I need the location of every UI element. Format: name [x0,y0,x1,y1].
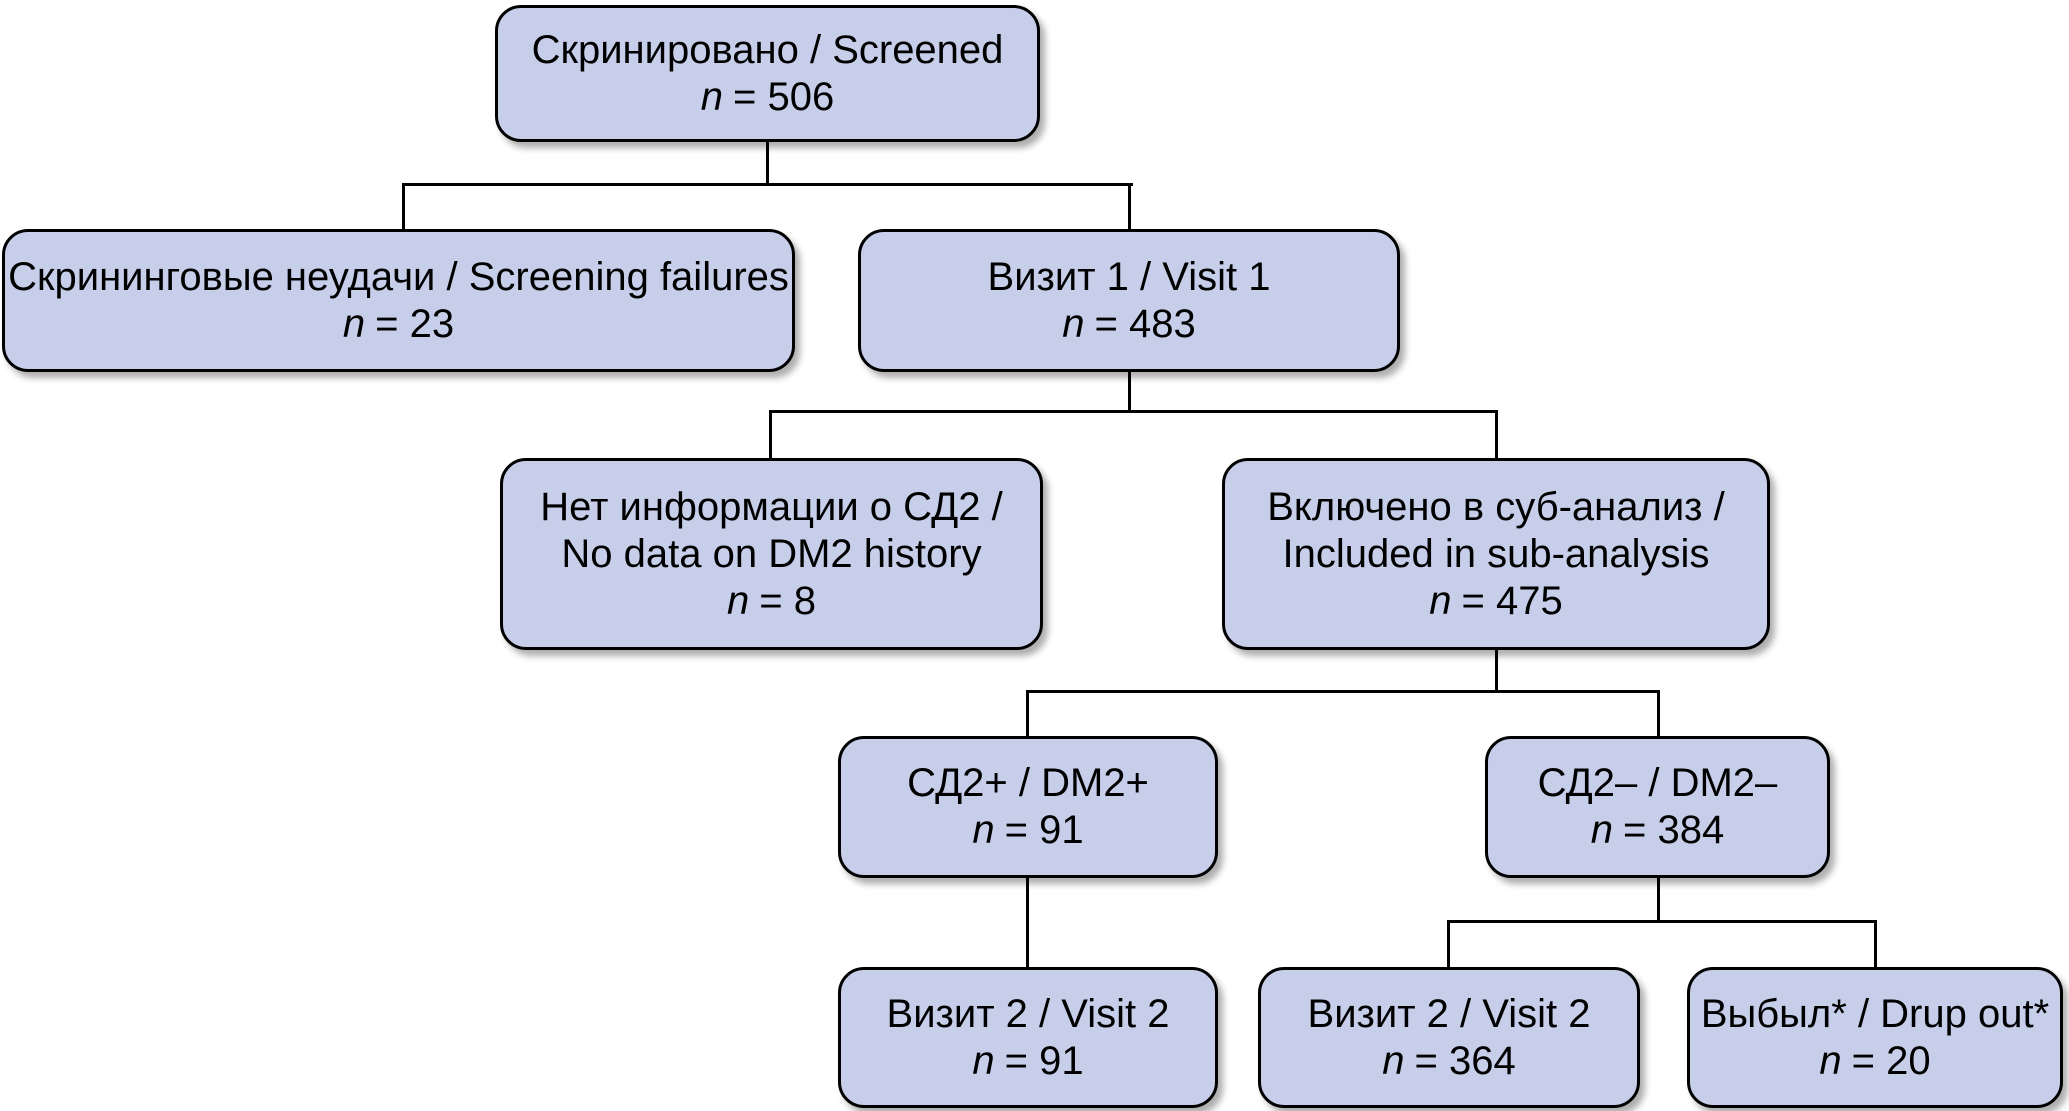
n-symbol: n [972,1038,995,1083]
flow-node-included-sub-analysis: Включено в суб-анализ / Included in sub-… [1222,458,1770,650]
n-symbol: n [1382,1038,1405,1083]
connector-visit2-neg-drop [1447,920,1450,967]
n-symbol: n [727,578,750,623]
connector-row3-crossbar [769,410,1498,413]
connector-dm2-negative-stem [1657,878,1660,923]
connector-included-drop [1495,410,1498,458]
n-value: = 384 [1623,808,1725,852]
n-symbol: n [1590,808,1614,852]
connector-row5-crossbar [1447,920,1877,923]
node-label: СД2– / DM2– [1537,761,1778,805]
connector-visit1-drop [1128,183,1131,230]
node-count: n= 384 [1591,807,1724,854]
node-label: Нет информации о СД2 / [540,484,1003,529]
node-label: Визит 1 / Visit 1 [987,254,1271,299]
n-symbol: n [1062,301,1085,346]
n-value: = 8 [759,578,816,623]
node-count: n= 91 [972,807,1083,854]
node-count: n= 475 [1429,578,1562,625]
flow-node-visit-1: Визит 1 / Visit 1 n= 483 [858,229,1400,372]
node-count: n= 20 [1819,1038,1930,1085]
n-value: = 506 [733,74,835,119]
connector-visit1-stem [1128,372,1131,413]
flow-node-dm2-positive: СД2+ / DM2+ n= 91 [838,736,1218,878]
node-label: Визит 2 / Visit 2 [886,991,1170,1036]
node-label: Скринировано / Screened [531,27,1004,72]
connector-row4-crossbar [1026,690,1660,693]
connector-no-dm2-data-drop [769,410,772,458]
node-label-line2: No data on DM2 history [561,531,982,576]
node-count: n= 8 [727,578,816,625]
node-label: Включено в суб-анализ / [1267,484,1725,529]
connector-screened-stem [766,142,769,185]
node-label: Визит 2 / Visit 2 [1307,991,1591,1036]
n-value: = 475 [1461,578,1563,623]
node-label: Выбыл* / Drup out* [1700,991,2050,1036]
n-symbol: n [700,74,724,119]
n-value: = 364 [1414,1038,1516,1083]
flow-node-no-dm2-data: Нет информации о СД2 / No data on DM2 hi… [500,458,1043,650]
flow-node-drop-out: Выбыл* / Drup out* n= 20 [1687,967,2063,1108]
node-label: Скрининговые неудачи / Screening failure… [8,254,789,299]
node-count: n= 483 [1062,301,1195,348]
node-count: n= 364 [1382,1038,1515,1085]
n-value: = 483 [1094,301,1196,346]
connector-drop-out-drop [1874,920,1877,967]
connector-dm2-positive-drop [1026,690,1029,736]
connector-row2-crossbar [402,183,1133,186]
n-symbol: n [972,808,995,852]
node-count: n= 23 [343,301,454,348]
node-label-line2: Included in sub-analysis [1282,531,1710,576]
n-symbol: n [342,301,366,346]
n-symbol: n [1819,1038,1842,1083]
n-value: = 91 [1004,1038,1084,1083]
flow-node-visit-2-dm2-positive: Визит 2 / Visit 2 n= 91 [838,967,1218,1108]
flow-node-dm2-negative: СД2– / DM2– n= 384 [1485,736,1830,878]
n-value: = 91 [1004,808,1084,852]
flow-node-screening-failures: Скрининговые неудачи / Screening failure… [2,229,795,372]
n-symbol: n [1429,578,1452,623]
connector-dm2-positive-stem [1026,878,1029,967]
node-label: СД2+ / DM2+ [907,761,1149,805]
connector-included-stem [1495,650,1498,693]
flow-node-screened: Скринировано / Screened n= 506 [495,5,1040,142]
connector-screening-failures-drop [402,183,405,230]
node-count: n= 91 [972,1038,1083,1085]
connector-dm2-negative-drop [1657,690,1660,736]
flow-node-visit-2-dm2-negative: Визит 2 / Visit 2 n= 364 [1258,967,1640,1108]
n-value: = 20 [1851,1038,1931,1083]
n-value: = 23 [375,301,455,346]
node-count: n= 506 [701,74,834,121]
